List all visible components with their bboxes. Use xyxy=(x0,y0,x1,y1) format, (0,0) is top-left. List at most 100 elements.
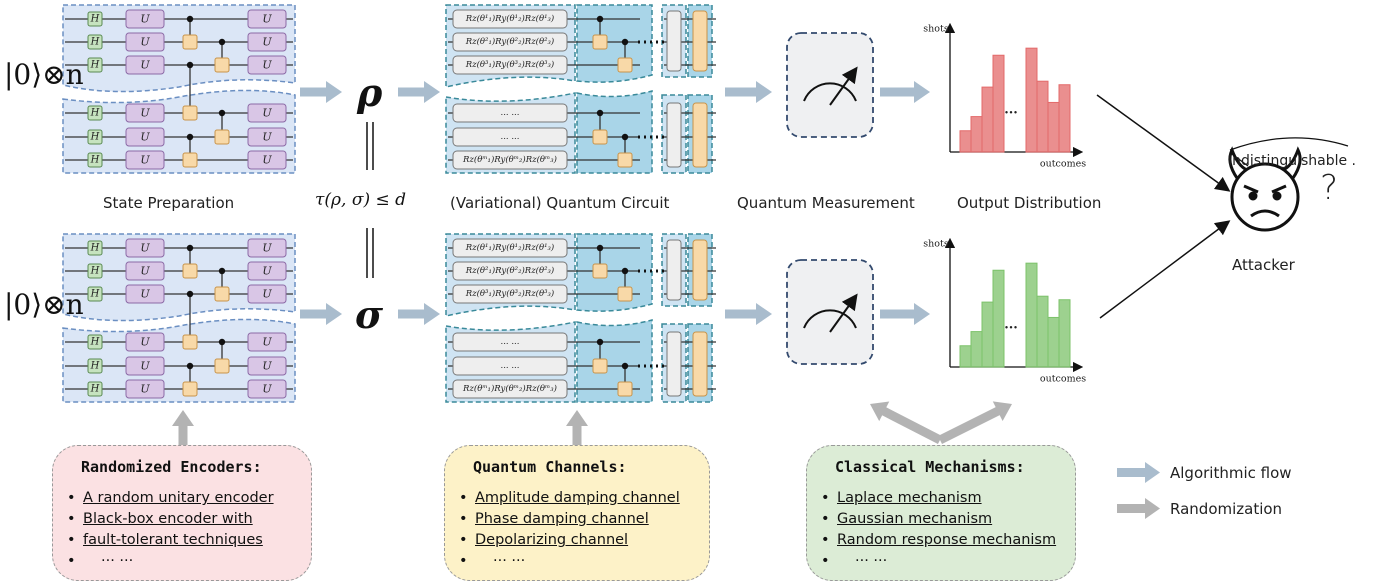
flow-arrow xyxy=(398,303,440,325)
encoder-item-ellipsis: ··· ··· xyxy=(67,551,311,572)
h-gate xyxy=(87,11,103,27)
attacker-label: Attacker xyxy=(1232,256,1295,274)
rotation-gate-label: Rz(θ³₁)Ry(θ³₂)Rz(θ³₃) xyxy=(465,59,555,70)
rotation-gate-label: ... ... xyxy=(501,361,520,371)
rotation-gate-label: ... ... xyxy=(501,132,520,142)
u-gate-label: U xyxy=(140,107,150,120)
histogram-bar xyxy=(981,301,994,368)
randomization-arrow xyxy=(566,410,588,445)
u-gate-label: U xyxy=(262,107,272,120)
u-gate-label: U xyxy=(140,242,150,255)
u-gate-label: U xyxy=(140,36,150,49)
u-gate xyxy=(247,356,287,376)
u-gate-label: U xyxy=(140,131,150,144)
histogram-top: shotsoutcomes... xyxy=(923,22,1086,170)
prep-panel-bottom xyxy=(62,318,296,403)
target-gate xyxy=(182,381,198,397)
legend-algorithmic-arrow xyxy=(1117,462,1160,483)
rotation-gate xyxy=(452,332,568,352)
control-dot xyxy=(186,290,194,298)
quantum-channels-title: Quantum Channels: xyxy=(473,458,627,476)
u-gate xyxy=(125,103,165,123)
encoder-item[interactable]: A random unitary encoder xyxy=(67,488,311,509)
h-gate xyxy=(87,358,103,374)
rotation-gate xyxy=(452,356,568,376)
input-state-top: |0⟩⊗n xyxy=(4,58,84,91)
rho-state: ρ xyxy=(357,70,383,115)
histogram-bar xyxy=(1036,80,1049,153)
layer-entangle-gate xyxy=(692,331,708,397)
histogram-bar xyxy=(992,269,1005,368)
channel-item[interactable]: Depolarizing channel xyxy=(459,530,709,551)
u-gate xyxy=(247,127,287,147)
randomized-encoders-box: Randomized Encoders: A random unitary en… xyxy=(52,445,312,581)
u-gate xyxy=(247,32,287,52)
control-dot xyxy=(186,244,194,252)
meter-needle-icon xyxy=(829,293,858,333)
control-dot xyxy=(596,109,604,117)
control-dot xyxy=(596,244,604,252)
encoder-item[interactable]: Black-box encoder with xyxy=(67,509,311,530)
h-gate xyxy=(87,334,103,350)
h-gate xyxy=(87,381,103,397)
h-gate-label: H xyxy=(90,266,100,277)
mechanism-item-ellipsis: ··· ··· xyxy=(821,551,1075,572)
rotation-gate-label: Rz(θ²₁)Ry(θ²₂)Rz(θ²₃) xyxy=(465,265,555,276)
h-gate xyxy=(87,263,103,279)
mechanism-item[interactable]: Gaussian mechanism xyxy=(821,509,1075,530)
u-gate xyxy=(125,127,165,147)
u-gate-label: U xyxy=(262,265,272,278)
u-gate-label: U xyxy=(262,59,272,72)
mechanism-item[interactable]: Random response mechanism xyxy=(821,530,1075,551)
h-gate-label: H xyxy=(90,14,100,25)
meter-needle-icon xyxy=(829,66,858,106)
u-gate xyxy=(247,379,287,399)
indistinguishable-speech: Indistinguishable . xyxy=(1228,153,1357,169)
legend-randomization-label: Randomization xyxy=(1170,500,1283,518)
u-gate xyxy=(125,55,165,75)
control-dot xyxy=(621,362,629,370)
channel-item[interactable]: Amplitude damping channel xyxy=(459,488,709,509)
u-gate xyxy=(247,332,287,352)
target-gate xyxy=(182,263,198,279)
classical-mechanisms-title: Classical Mechanisms: xyxy=(835,458,1025,476)
u-gate-label: U xyxy=(140,13,150,26)
randomization-arrow xyxy=(937,401,1012,445)
h-gate-label: H xyxy=(90,384,100,395)
h-gate-label: H xyxy=(90,337,100,348)
mechanism-item[interactable]: Laplace mechanism xyxy=(821,488,1075,509)
control-dot xyxy=(621,133,629,141)
h-gate-label: H xyxy=(90,132,100,143)
layer-entangle-gate xyxy=(692,102,708,168)
u-gate-label: U xyxy=(262,242,272,255)
control-dot xyxy=(596,338,604,346)
legend-algorithmic-label: Algorithmic flow xyxy=(1170,464,1292,482)
histogram-ellipsis: ... xyxy=(1004,318,1018,333)
u-gate xyxy=(247,9,287,29)
meter-dial-icon xyxy=(803,82,857,102)
histogram-bar xyxy=(992,54,1005,153)
control-dot xyxy=(218,267,226,275)
measurement-box xyxy=(786,259,874,365)
target-gate xyxy=(214,129,230,145)
rotation-gate-label: Rz(θ¹₁)Ry(θ¹₂)Rz(θ¹₃) xyxy=(465,13,555,24)
channel-item[interactable]: Phase damping channel xyxy=(459,509,709,530)
rotation-gate-label: Rz(θᵐ₁)Ry(θᵐ₂)Rz(θᵐ₃) xyxy=(462,154,557,165)
u-gate xyxy=(125,284,165,304)
target-gate xyxy=(214,286,230,302)
rotation-gate xyxy=(452,238,568,258)
h-gate-label: H xyxy=(90,361,100,372)
encoder-item-continued[interactable]: fault-tolerant techniques xyxy=(67,530,311,551)
u-gate xyxy=(247,238,287,258)
attacker-arrow-top xyxy=(1096,94,1231,192)
h-gate xyxy=(87,129,103,145)
h-gate-label: H xyxy=(90,108,100,119)
u-gate-label: U xyxy=(262,336,272,349)
u-gate-label: U xyxy=(262,36,272,49)
measurement-box-bottom xyxy=(786,259,874,365)
u-gate xyxy=(125,332,165,352)
u-gate xyxy=(125,9,165,29)
u-gate-label: U xyxy=(140,154,150,167)
layer-rotation-gate xyxy=(666,331,682,397)
